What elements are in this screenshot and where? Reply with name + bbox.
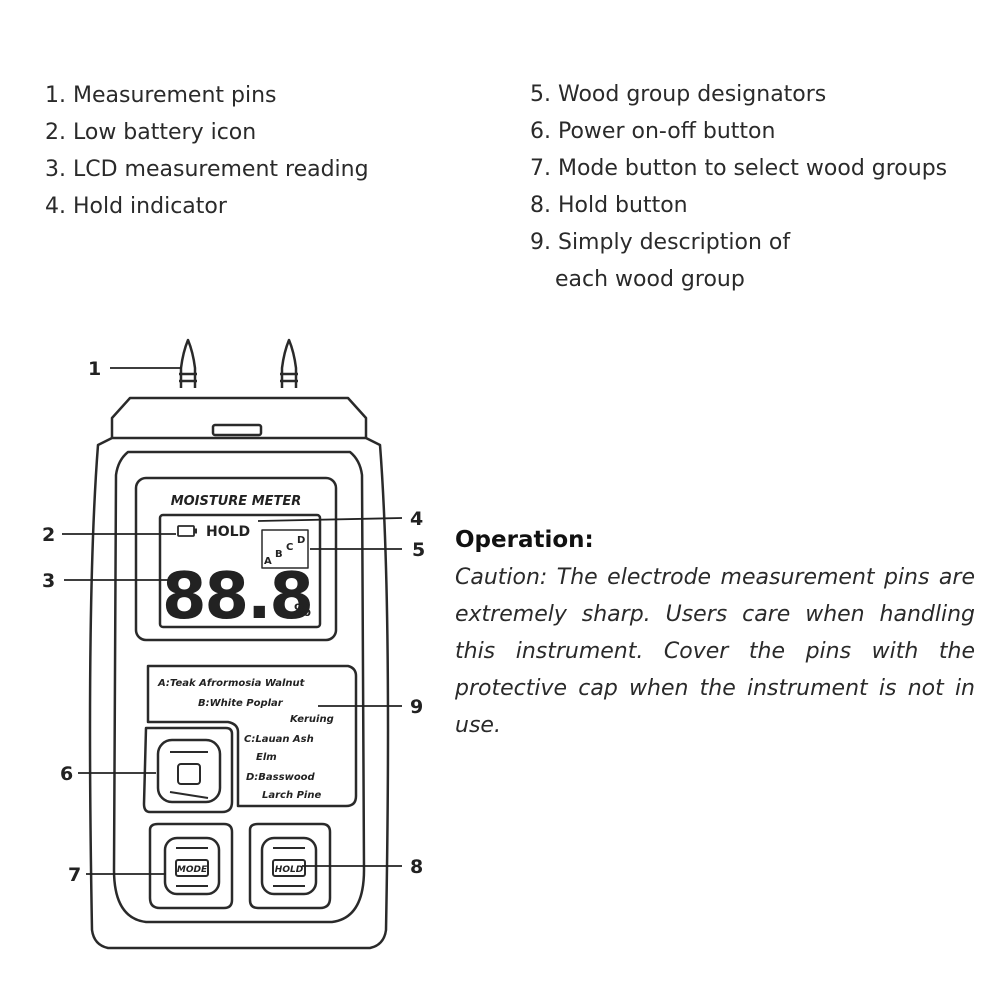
legend-item-7: 7. Mode button to select wood groups: [530, 156, 948, 181]
callout-9: 9: [410, 696, 423, 718]
lcd-screen: [158, 513, 322, 629]
measurement-pins: [179, 338, 298, 388]
group-designator-a: A: [264, 556, 272, 567]
wood-group-d-2: Larch Pine: [262, 790, 321, 801]
operation-caution-text: Caution: The electrode measurement pins …: [455, 565, 975, 738]
pin-cap: [110, 396, 368, 438]
callout-4: 4: [410, 508, 423, 530]
wood-group-c-2: Elm: [256, 752, 277, 763]
lcd-frame: [134, 476, 338, 642]
legend-right-list: 5. Wood group designators 6. Power on-of…: [530, 76, 947, 298]
group-designator-c: C: [286, 542, 293, 553]
hold-indicator: HOLD: [206, 524, 250, 540]
group-designator-d: D: [297, 535, 305, 546]
wood-group-panel: [146, 664, 358, 808]
legend-item-9-continued: each wood group: [555, 267, 745, 292]
callout-2: 2: [42, 524, 55, 546]
legend-item-6: 6. Power on-off button: [530, 119, 776, 144]
hold-button-housing: [248, 822, 332, 910]
wood-group-d: D:Basswood: [246, 772, 316, 783]
legend-item-9: 9. Simply description of: [530, 230, 791, 255]
callout-5: 5: [412, 539, 425, 561]
callout-6: 6: [60, 763, 73, 785]
legend-item-4: 4. Hold indicator: [45, 194, 227, 219]
lcd-unit: %: [294, 601, 311, 621]
meter-body: [88, 436, 390, 950]
wood-group-c: C:Lauan Ash: [244, 734, 314, 745]
mode-button[interactable]: [163, 836, 221, 896]
callout-7: 7: [68, 864, 81, 886]
battery-terminal-icon: [194, 528, 197, 534]
legend-item-2: 2. Low battery icon: [45, 120, 257, 145]
wood-group-b: B:White Poplar: [198, 698, 284, 709]
meter-face: [112, 450, 366, 924]
wood-group-b-2: Keruing: [290, 714, 334, 725]
legend-item-3: 3. LCD measurement reading: [45, 157, 369, 182]
group-designator-b: B: [275, 549, 283, 560]
brand-label: MOISTURE METER: [171, 494, 302, 509]
legend-left-list: 1. Measurement pins 2. Low battery icon …: [45, 77, 369, 225]
legend-item-5: 5. Wood group designators: [530, 82, 827, 107]
legend-item-8: 8. Hold button: [530, 193, 688, 218]
hold-button-label: HOLD: [275, 865, 304, 875]
wood-group-designator-box: [261, 529, 309, 569]
lcd-reading: 88.8: [162, 560, 312, 634]
power-button[interactable]: [156, 738, 222, 804]
callout-8: 8: [410, 856, 423, 878]
callout-line-4: [257, 517, 403, 522]
low-battery-icon: [177, 525, 195, 537]
operation-title: Operation:: [455, 527, 594, 553]
legend-item-1: 1. Measurement pins: [45, 83, 277, 108]
callout-1: 1: [88, 358, 101, 380]
wood-group-a: A:Teak Afrormosia Walnut: [157, 678, 306, 689]
power-button-housing[interactable]: [142, 726, 234, 814]
callout-3: 3: [42, 570, 55, 592]
operation-section: Operation: Caution: The electrode measur…: [455, 525, 975, 744]
mode-button-housing: [148, 822, 234, 910]
mode-button-label: MODE: [177, 865, 208, 875]
